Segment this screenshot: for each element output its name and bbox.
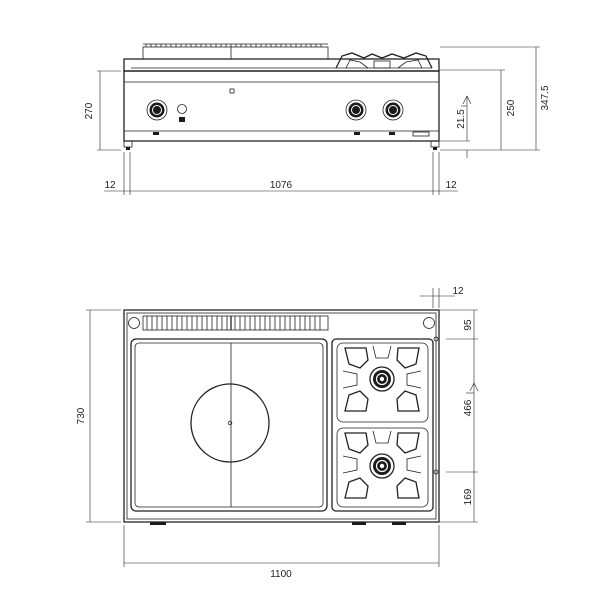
front-view: 270 347.5 250 21.5	[84, 43, 551, 195]
corner-ring-left	[128, 317, 140, 329]
dim-front-body-height: 270	[84, 70, 121, 151]
rating-plate	[412, 131, 430, 137]
dim-top-side-offset: 12	[420, 286, 464, 308]
dim-label-12-left: 12	[104, 180, 116, 191]
burner-1	[342, 345, 422, 412]
dim-label-270: 270	[84, 102, 95, 119]
dim-front-width-chain: 12 1076 12	[104, 152, 458, 195]
top-view: 730 1100 12 95 466 1	[76, 286, 479, 580]
dim-label-12-right: 12	[445, 180, 457, 191]
dim-label-1100: 1100	[270, 569, 292, 580]
dim-label-1076: 1076	[270, 180, 293, 191]
dim-top-right-chain: 95 466 169	[433, 309, 479, 523]
dim-top-depth: 730	[76, 309, 121, 523]
dim-label-730: 730	[76, 407, 87, 424]
griddle-plate	[142, 46, 329, 60]
pilot-igniter	[177, 104, 187, 122]
burner-2	[342, 430, 422, 499]
top-rim	[123, 58, 440, 72]
dim-label-21-5: 21.5	[456, 109, 467, 129]
knob-griddle	[146, 99, 168, 121]
dim-label-347-5: 347.5	[540, 85, 551, 110]
dim-label-12-top: 12	[452, 286, 464, 297]
knob-burner-2	[382, 99, 404, 121]
dim-front-total-height: 347.5	[440, 46, 551, 151]
griddle-ribs	[143, 43, 328, 59]
top-outline	[123, 309, 440, 523]
front-tabs	[150, 522, 406, 525]
griddle-top	[130, 338, 328, 512]
dim-label-169: 169	[463, 488, 474, 505]
dim-top-width: 1100	[123, 525, 440, 580]
knob-burner-1	[345, 99, 367, 121]
hot-plate-circle	[190, 383, 270, 463]
front-feet	[123, 140, 440, 150]
burner-grates-profile	[335, 52, 433, 69]
dim-label-466: 466	[463, 399, 474, 416]
dim-front-foot-height: 21.5	[440, 95, 472, 158]
center-mark	[229, 88, 235, 94]
dim-label-95: 95	[463, 319, 474, 331]
dim-label-250: 250	[506, 99, 517, 116]
backsplash-ribs	[142, 315, 329, 331]
corner-ring-right	[423, 317, 435, 329]
front-body	[123, 70, 440, 142]
dim-front-cabinet-height: 250	[440, 69, 517, 150]
burner-zone	[331, 338, 434, 512]
